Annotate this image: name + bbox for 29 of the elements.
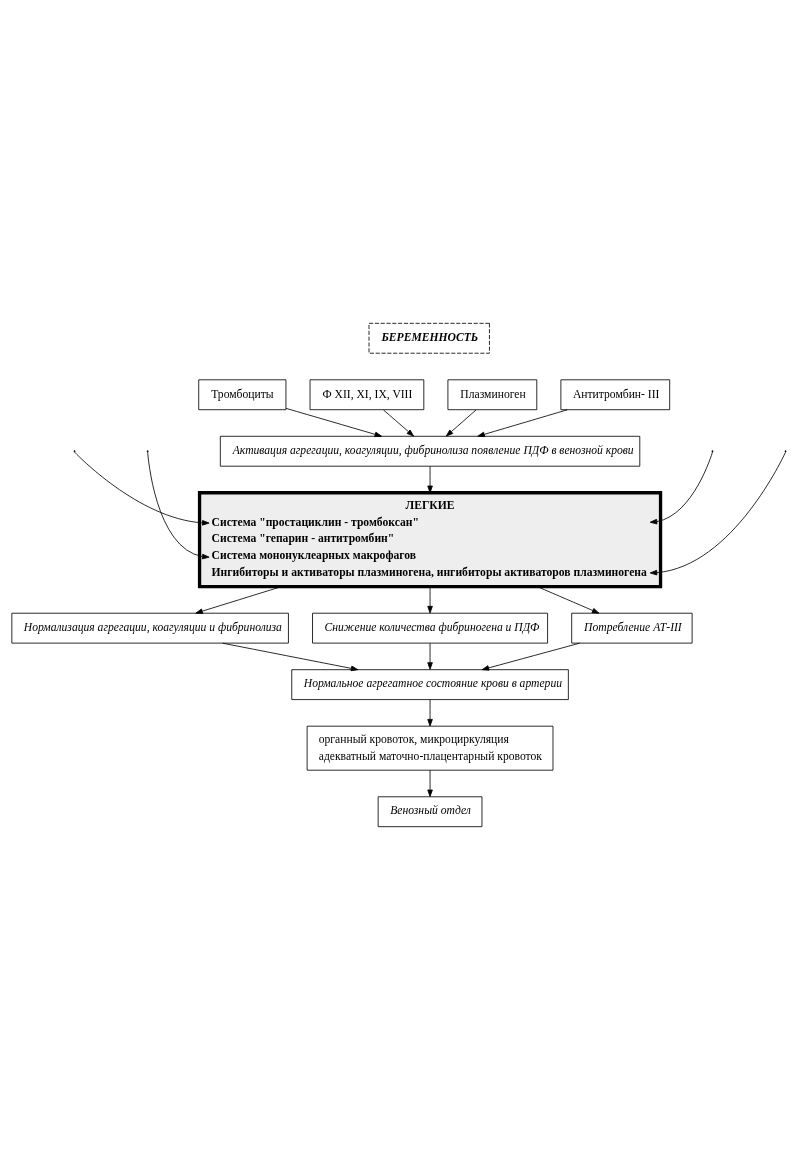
arrow <box>427 586 433 614</box>
arrow <box>427 769 433 797</box>
node-box: БЕРЕМЕННОСТЬ <box>368 322 490 354</box>
arrow <box>427 466 433 494</box>
node-box: Нормализация агрегации, коагуляции и фибринолиза <box>11 612 289 644</box>
arrow <box>649 451 786 576</box>
arrow <box>222 642 359 672</box>
arrow <box>537 586 600 614</box>
node-box: ЛЕГКИЕ Система "простациклин - тромбоксан" Система "гепарин - антитромбин" Система мононуклеарных макрофагов Ингибиторы и активаторы плазминогена, ингибиторы активаторов плазминогена <box>197 491 663 589</box>
node-box: Антитромбин- III <box>560 379 671 411</box>
arrow <box>383 409 414 437</box>
node-box: Тромбоциты <box>198 379 287 411</box>
arrow <box>481 642 581 671</box>
node-box: органный кровоток, микроциркуляция адекватный маточно-плацентарный кровоток <box>306 725 554 771</box>
node-box: Нормальное агрегатное состояние крови в артерии <box>291 669 569 700</box>
arrow <box>285 407 382 438</box>
arrow <box>649 451 713 525</box>
arrow <box>147 451 210 560</box>
arrow <box>427 642 433 670</box>
node-box: Ф XII, XI, IX, VIII <box>309 379 425 411</box>
node-box: Плазминоген <box>447 379 538 411</box>
arrow <box>477 409 568 438</box>
arrow <box>427 699 433 727</box>
arrow <box>74 451 210 526</box>
node-box: Активация агрегации, коагуляции, фибринолиза появление ПДФ в венозной крови <box>219 435 641 467</box>
node-box: Снижение количества фибриногена и ПДФ <box>312 612 548 644</box>
node-box: Венозный отдел <box>377 796 483 828</box>
node-box: Потребление АТ-III <box>571 612 693 644</box>
arrow <box>445 409 477 437</box>
